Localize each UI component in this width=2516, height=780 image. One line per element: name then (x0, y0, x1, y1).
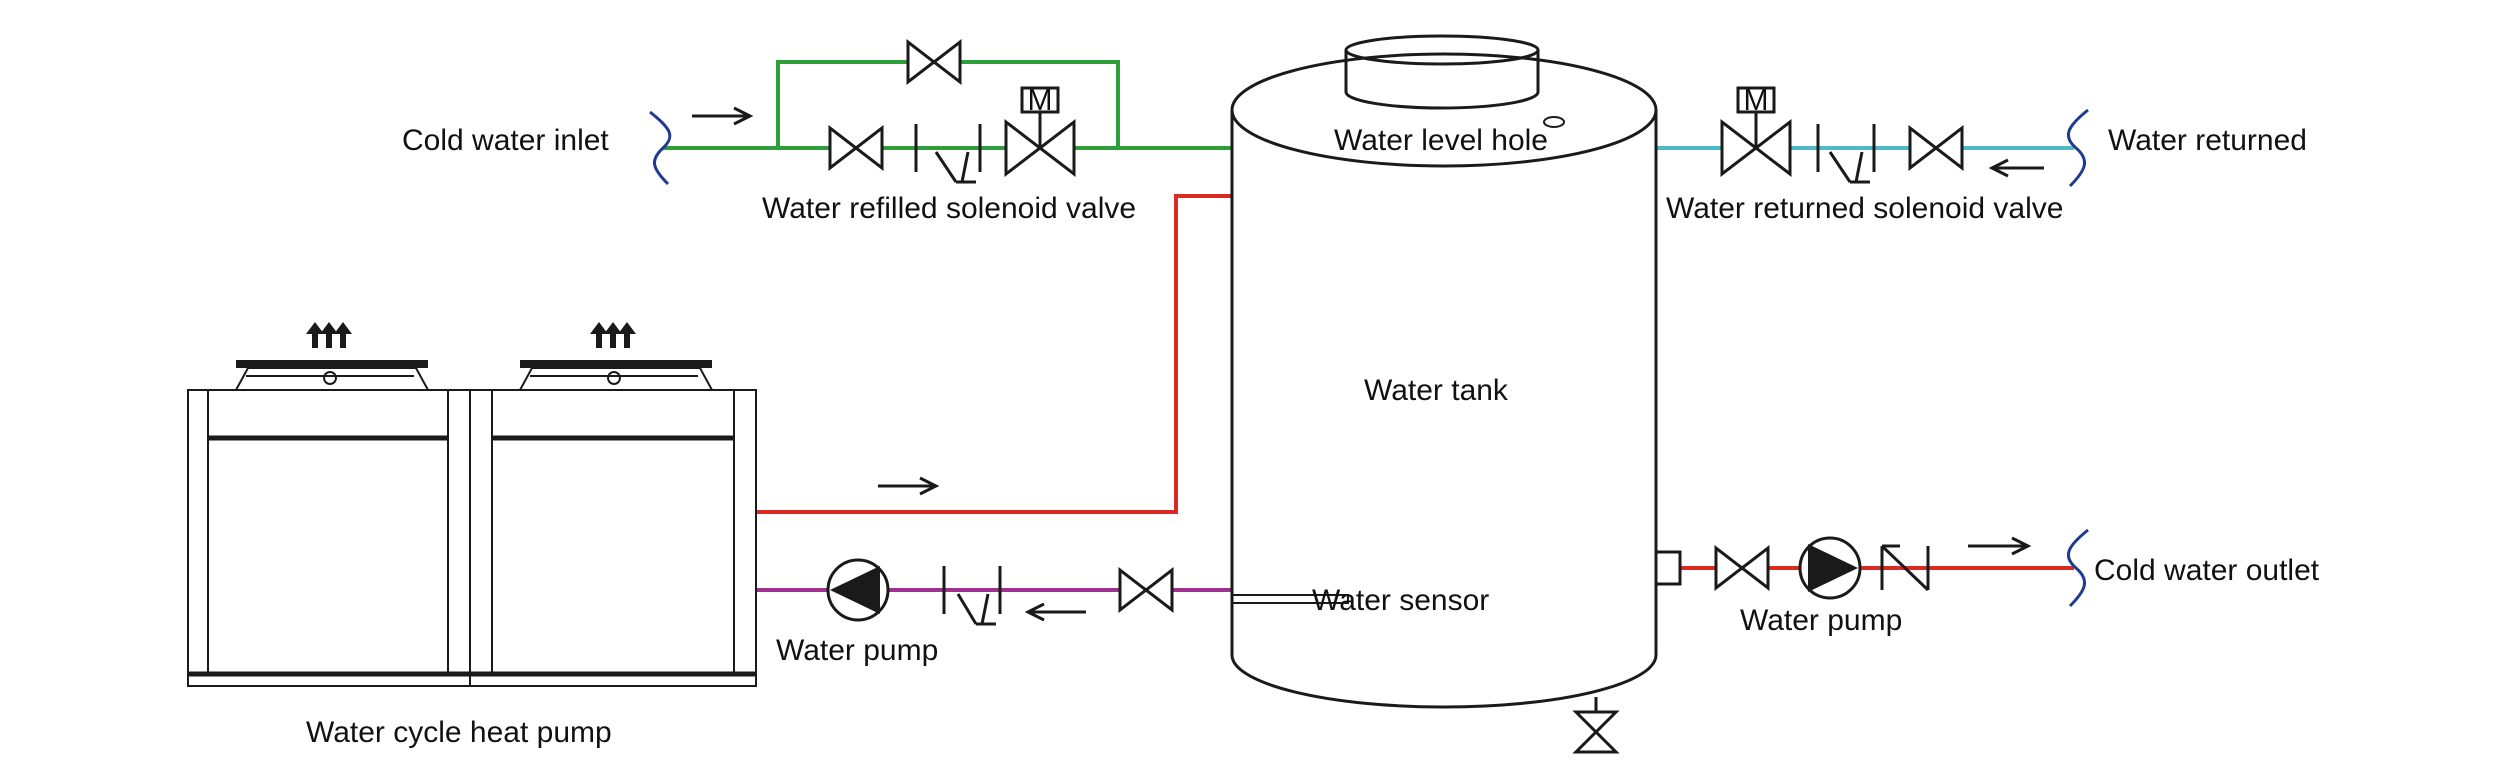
flow-arrow-icon (878, 476, 940, 496)
flow-arrow-icon (692, 106, 754, 126)
label-water-sensor: Water sensor (1312, 584, 1489, 617)
pump-icon (1798, 536, 1862, 600)
gate-valve-icon (906, 38, 962, 86)
label-water-pump-left: Water pump (776, 634, 938, 667)
water-level-hole-icon (1543, 116, 1565, 128)
flow-arrow-icon (1024, 602, 1086, 622)
label-water-pump-right: Water pump (1740, 604, 1902, 637)
flow-arrow-icon (1988, 158, 2044, 178)
pipe-end-wave-icon (2066, 108, 2089, 188)
pipe-end-wave-icon (649, 110, 672, 186)
label-cold-water-inlet: Cold water inlet (402, 124, 609, 157)
label-water-cycle-heat-pump: Water cycle heat pump (306, 716, 612, 749)
cold-water-inlet-pipe (663, 60, 1232, 150)
y-strainer-icon (1816, 124, 1876, 184)
pipe-end-wave-icon (2066, 528, 2089, 608)
y-strainer-icon (942, 566, 1002, 626)
fan-airflow-icon (590, 322, 636, 348)
tank-lid-top (1344, 34, 1540, 66)
y-strainer-icon (914, 124, 982, 184)
water-sensor-probe (1231, 594, 1349, 604)
check-valve-icon (1880, 544, 1930, 592)
outlet-fitting (1654, 550, 1682, 586)
drain-valve-icon (1572, 710, 1620, 754)
fan-guard-2 (519, 360, 713, 391)
tank-lid (1344, 50, 1540, 110)
flow-arrow-icon (1968, 536, 2032, 556)
gate-valve-icon (1714, 544, 1770, 592)
pump-icon (826, 558, 890, 622)
label-water-refilled-solenoid-valve: Water refilled solenoid valve (762, 192, 1136, 225)
solenoid-valve-icon: M (1720, 84, 1792, 178)
gate-valve-icon (1118, 566, 1174, 614)
hot-water-supply-pipe (756, 194, 1232, 514)
fan-airflow-icon (306, 322, 352, 348)
motor-symbol-right: M (1744, 84, 1769, 117)
label-cold-water-outlet: Cold water outlet (2094, 554, 2320, 587)
gate-valve-icon (828, 124, 884, 172)
label-water-returned: Water returned (2108, 124, 2307, 157)
water-cycle-heat-pump (187, 322, 757, 687)
fan-guard-1 (235, 360, 429, 391)
motor-symbol-left: M (1028, 84, 1053, 117)
solenoid-valve-icon: M (1004, 84, 1076, 178)
label-water-level-hole: Water level hole (1334, 124, 1548, 157)
label-water-tank: Water tank (1364, 374, 1509, 407)
water-tank (1230, 34, 1682, 754)
gate-valve-icon (1908, 124, 1964, 172)
label-water-returned-solenoid-valve: Water returned solenoid valve (1666, 192, 2063, 225)
